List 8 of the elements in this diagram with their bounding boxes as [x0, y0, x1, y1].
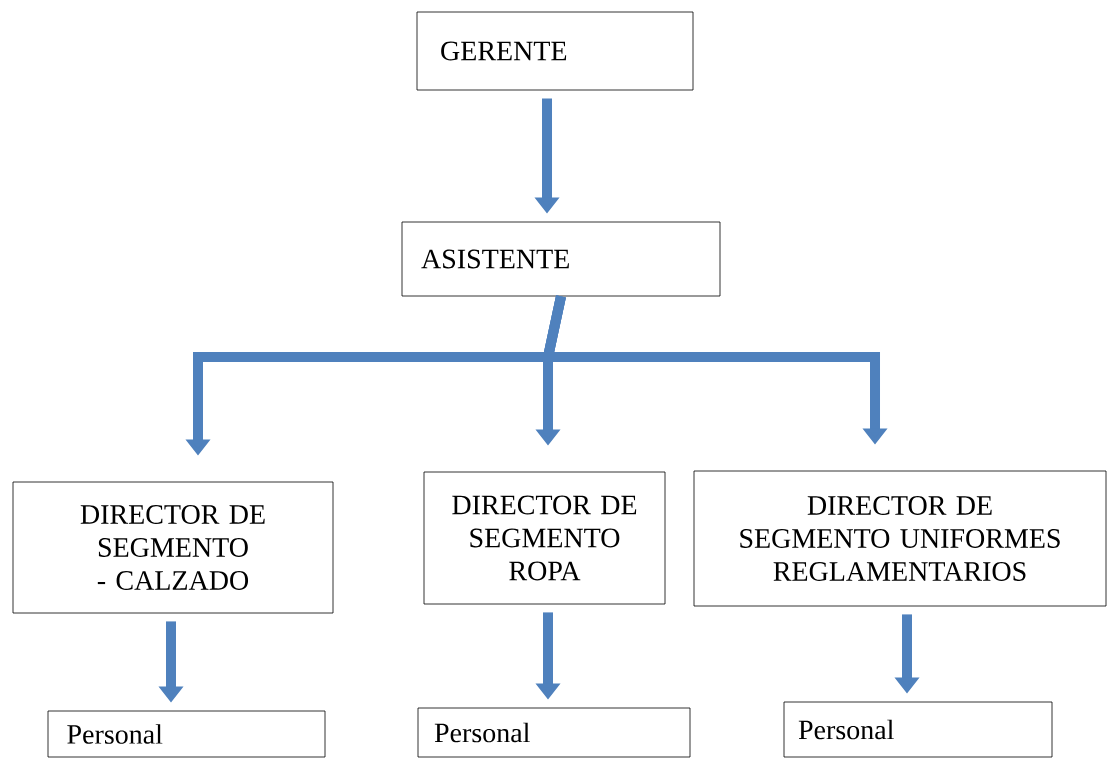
org-box: DIRECTOR DE SEGMENTO ROPA — [423, 471, 666, 605]
org-box: GERENTE — [416, 11, 694, 91]
org-box: DIRECTOR DE SEGMENTO UNIFORMES REGLAMENTARIOS — [693, 470, 1107, 607]
org-box: Personal — [783, 701, 1053, 758]
org-box: Personal — [417, 707, 691, 758]
org-box: ASISTENTE — [401, 221, 721, 297]
org-box: DIRECTOR DE SEGMENTO - CALZADO — [12, 481, 334, 614]
org-box: Personal — [47, 710, 326, 758]
